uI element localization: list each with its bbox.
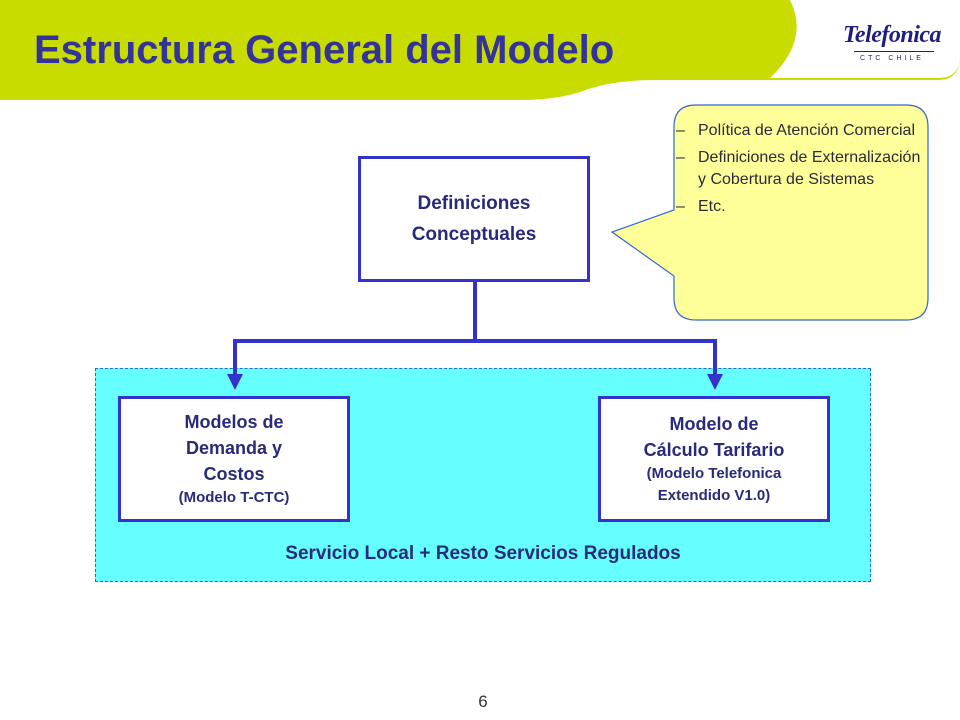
node-tarifario-sub-2: Extendido V1.0) (657, 487, 771, 504)
callout-item: –Definiciones de Externalización y Cober… (676, 147, 922, 191)
bullet-dash: – (676, 198, 685, 215)
node-demanda-sub: (Modelo T-CTC) (178, 489, 290, 506)
node-definiciones-conceptuales: Definiciones Conceptuales (358, 156, 590, 282)
bullet-dash: – (676, 149, 685, 166)
telefonica-logo: Telefonica CTC CHILE (842, 22, 942, 62)
node-tarifario-line-1: Modelo de (669, 414, 759, 434)
node-definiciones-line-1: Definiciones (417, 193, 531, 214)
node-demanda-line-3: Costos (203, 464, 265, 484)
callout-item: –Etc. (676, 196, 922, 218)
callout-item: –Política de Atención Comercial (676, 120, 922, 142)
logo-wordmark: Telefonica (842, 22, 942, 48)
callout-item-text: Política de Atención Comercial (698, 122, 915, 139)
node-tarifario-line-2: Cálculo Tarifario (643, 440, 785, 460)
logo-rule (854, 51, 934, 52)
node-definiciones-line-2: Conceptuales (411, 224, 537, 245)
page-number: 6 (478, 692, 488, 711)
slide-title: Estructura General del Modelo (34, 28, 615, 72)
callout-item-text: Definiciones de Externalización y Cobert… (698, 149, 921, 188)
callout-list: –Política de Atención Comercial –Definic… (676, 120, 922, 223)
node-demanda-line-2: Demanda y (185, 438, 283, 458)
header-band (0, 0, 960, 100)
node-tarifario-sub-1: (Modelo Telefonica (646, 465, 782, 482)
logo-subtitle: CTC CHILE (860, 55, 924, 62)
node-modelo-calculo-tarifario: Modelo de Cálculo Tarifario (Modelo Tele… (598, 396, 830, 522)
callout-item-text: Etc. (698, 198, 726, 215)
node-demanda-line-1: Modelos de (184, 412, 284, 432)
node-modelos-demanda-costos: Modelos de Demanda y Costos (Modelo T-CT… (118, 396, 350, 522)
region-label: Servicio Local + Resto Servicios Regulad… (285, 543, 681, 564)
bullet-dash: – (676, 122, 685, 139)
